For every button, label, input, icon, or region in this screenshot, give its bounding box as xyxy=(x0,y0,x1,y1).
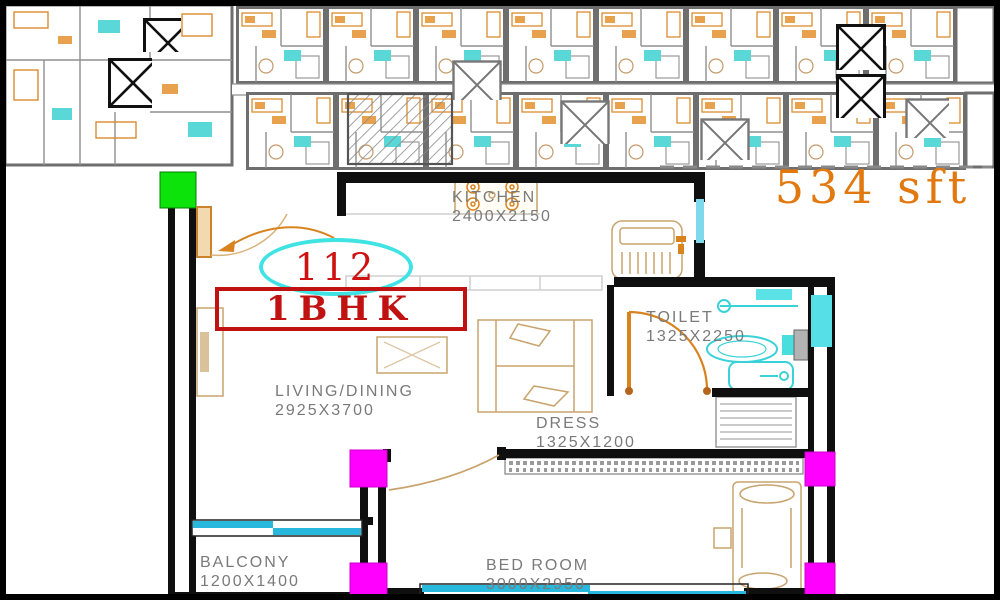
room-name: KITCHEN xyxy=(452,189,537,206)
unit-type-label: 1BHK xyxy=(265,289,417,329)
shower-shelf xyxy=(756,289,792,300)
room-dims: 3000X2950 xyxy=(486,576,586,593)
green-marker xyxy=(159,171,197,209)
toilet-label: TOILET 1325X2250 xyxy=(646,308,746,346)
area-label: 534 sft xyxy=(774,160,972,214)
toilet-window xyxy=(811,295,832,347)
bedroom-door-swing xyxy=(388,454,500,491)
unit-type-badge: 1BHK xyxy=(215,287,467,331)
room-dims: 1325X2250 xyxy=(646,328,746,345)
room-name: TOILET xyxy=(646,309,714,326)
kitchen-window xyxy=(696,199,704,243)
masterplan-left-wing xyxy=(3,3,234,167)
living-furniture xyxy=(196,307,593,413)
balcony-label: BALCONY 1200X1400 xyxy=(200,553,300,591)
doors xyxy=(196,206,711,491)
toilet-niche xyxy=(793,329,809,361)
unit-leader-line xyxy=(229,226,335,247)
bedroom-wardrobe xyxy=(504,457,804,475)
room-name: BED ROOM xyxy=(486,557,590,574)
toilet-door-swing xyxy=(628,310,709,391)
shower-head xyxy=(717,299,731,313)
entrance-door-leaf xyxy=(196,206,212,258)
entrance-door-swing xyxy=(210,213,288,257)
masterplan-top-row xyxy=(238,5,996,85)
room-name: BALCONY xyxy=(200,554,291,571)
sofa xyxy=(477,319,593,413)
room-dims: 1200X1400 xyxy=(200,573,300,590)
magenta-markers xyxy=(349,449,836,600)
room-dims: 2925X3700 xyxy=(275,402,375,419)
room-name: DRESS xyxy=(536,415,602,432)
leader-arrowhead xyxy=(218,240,235,252)
bedroom-label: BED ROOM 3000X2950 xyxy=(486,556,589,594)
dress-label: DRESS 1325X1200 xyxy=(536,414,636,452)
coffee-table xyxy=(376,336,448,374)
room-name: LIVING/DINING xyxy=(275,383,414,400)
room-dims: 2400X2150 xyxy=(452,208,552,225)
tv-unit xyxy=(196,307,224,397)
unit-number-badge: 112 xyxy=(259,238,413,296)
kitchen-label: KITCHEN 2400X2150 xyxy=(452,188,552,226)
masterplan-bottom-row xyxy=(248,91,996,169)
living-label: LIVING/DINING 2925X3700 xyxy=(275,382,414,420)
room-dims: 1325X1200 xyxy=(536,434,636,451)
master-plan-strip xyxy=(3,3,996,172)
masterplan-highlighted-unit xyxy=(346,92,454,166)
unit-number: 112 xyxy=(294,245,378,289)
